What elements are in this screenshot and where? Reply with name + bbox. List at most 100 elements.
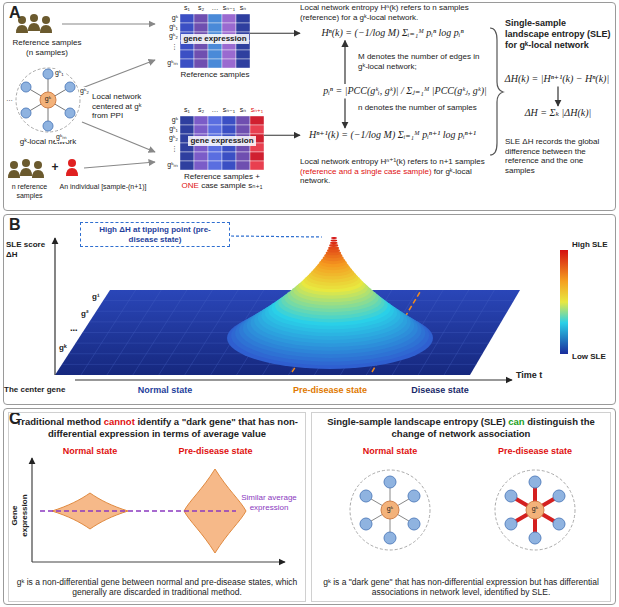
- node-text: gene expression: [188, 136, 255, 146]
- connector: [264, 135, 300, 136]
- node-text: B: [9, 216, 23, 234]
- callout-box: High ΔH at tipping point (pre-disease st…: [80, 222, 230, 247]
- label: gᵏ₂: [79, 87, 90, 96]
- expression-axes: [32, 458, 285, 562]
- node-text: ΔH(k) = |Hⁿ⁺¹(k) − Hⁿ(k)|: [502, 73, 612, 86]
- label: Similar average expression: [238, 493, 300, 512]
- comparison-box: Single-sample landscape entropy (SLE) ca…: [311, 412, 611, 602]
- local-network: [16, 68, 80, 132]
- sle-peak: [227, 237, 433, 369]
- label: SLE ΔH records the global difference bet…: [505, 137, 611, 175]
- brace: [490, 28, 503, 155]
- heatmap: gene expressionReference samples + ONE c…: [180, 116, 264, 191]
- label: +: [50, 160, 60, 174]
- label: gᵏ: [158, 14, 178, 23]
- label: gᵏ₁: [54, 69, 65, 78]
- label: gᵏ: [382, 505, 398, 514]
- label: gᵏ-local network: [8, 137, 88, 147]
- label: gᵏ₂: [158, 134, 178, 143]
- network-pre-disease: [495, 470, 575, 550]
- node-text: Single-sample landscape entropy (SLE) ca…: [318, 416, 604, 440]
- label: ⋯: [70, 326, 82, 336]
- label: An individual [sample-(n+1)]: [58, 183, 148, 192]
- node-text: Traditional method cannot identify a "da…: [15, 416, 299, 440]
- label: …: [207, 4, 223, 13]
- label: ⋮: [158, 43, 178, 52]
- label: sₙ₋₁: [221, 106, 237, 115]
- node-note: gᵏ is a "dark gene" that has non-differe…: [318, 577, 604, 598]
- label: gᵏ: [40, 95, 56, 104]
- label: sₙ: [235, 4, 251, 13]
- label: sₙ₊₁: [249, 106, 265, 115]
- node-note: Reference samples + ONE case sample sₙ₊₁: [180, 172, 264, 191]
- average-line: [40, 510, 236, 511]
- node-text: pᵢⁿ = |PCC(gᵏᵢ, gᵏ)| / Σⱼ₌₁ᴹ |PCC(gᵏⱼ, g…: [322, 85, 488, 98]
- label: M denotes the number of edges in gᵏ-loca…: [358, 52, 488, 71]
- label: gᵏ: [158, 116, 178, 125]
- tipping-leader: [231, 236, 322, 237]
- label: Reference samples (n samples): [8, 38, 86, 57]
- label: s₂: [193, 106, 209, 115]
- formula: Hⁿ⁺¹(k) = (−1/log M) Σᵢ₌₁ᴹ pᵢⁿ⁺¹ log pᵢⁿ…: [300, 128, 485, 143]
- label: Single-sample landscape entropy (SLE) fo…: [505, 18, 611, 50]
- label: sₙ: [235, 106, 251, 115]
- label: gᵏ₂: [158, 32, 178, 41]
- formula: ΔH(k) = |Hⁿ⁺¹(k) − Hⁿ(k)|: [500, 72, 614, 87]
- label: Low SLE: [572, 352, 616, 362]
- label: s₁: [179, 106, 195, 115]
- label: gᵏ₁: [158, 23, 178, 32]
- label: Local network centered at gᵏ from PPI: [92, 92, 158, 121]
- node-text: A: [9, 4, 23, 22]
- label: …: [207, 106, 223, 115]
- label: s₂: [193, 4, 209, 13]
- label: SLE score ΔH: [6, 240, 52, 259]
- label: gᵏₘ: [158, 59, 178, 68]
- panel: CTraditional method cannot identify a "d…: [3, 408, 616, 605]
- node-text: Hⁿ⁺¹(k) = (−1/log M) Σᵢ₌₁ᴹ pᵢⁿ⁺¹ log pᵢⁿ…: [302, 129, 483, 142]
- formula: pᵢⁿ = |PCC(gᵏᵢ, gᵏ)| / Σⱼ₌₁ᴹ |PCC(gᵏⱼ, g…: [320, 84, 490, 99]
- label: Disease state: [400, 385, 480, 396]
- label: n denotes the number of samples: [358, 103, 488, 113]
- label: n reference samples: [2, 183, 57, 201]
- connector: [344, 99, 345, 129]
- label: Normal state: [50, 446, 130, 457]
- label: gᵏ₁: [158, 125, 178, 134]
- label: Local network entropy Hⁿ⁺¹(k) refers to …: [300, 157, 490, 186]
- node-text: High ΔH at tipping point (pre-disease st…: [85, 225, 225, 244]
- node-note: gᵏ is a non-differential gene between no…: [15, 577, 299, 598]
- label: Pre-disease state: [280, 385, 380, 396]
- connector: [344, 41, 345, 85]
- label: gᵏₘ: [158, 161, 178, 170]
- label: ⋮: [158, 145, 178, 154]
- node-text: Hⁿ(k) = (−1/log M) Σᵢ₌₁ᴹ pᵢⁿ log pᵢⁿ: [302, 27, 483, 40]
- label: Pre-disease state: [487, 446, 583, 457]
- network-normal: [350, 470, 430, 550]
- axes: [55, 238, 512, 380]
- label: s₁: [179, 4, 195, 13]
- label: Normal state: [352, 446, 428, 457]
- label: g²: [81, 309, 93, 319]
- heatmap-cells: [180, 14, 264, 170]
- colorbar: [560, 250, 568, 354]
- label: sₙ₋₁: [221, 4, 237, 13]
- label: The center gene: [4, 385, 84, 395]
- formula: Hⁿ(k) = (−1/log M) Σᵢ₌₁ᴹ pᵢⁿ log pᵢⁿ: [300, 26, 485, 41]
- connector: [250, 33, 300, 34]
- label: High SLE: [572, 240, 616, 250]
- label: gᵏ: [59, 343, 71, 353]
- node-note: Reference samples: [180, 70, 250, 80]
- heatmap: gene expressionReference samples: [180, 14, 250, 79]
- label: …: [6, 95, 18, 104]
- node-text: ΔH = Σₖ |ΔH(k)|: [514, 107, 602, 120]
- label: g¹: [92, 292, 104, 302]
- label: Time t: [516, 370, 566, 381]
- case-person: [66, 159, 78, 176]
- label: Local network entropy Hⁿ(k) refers to n …: [300, 3, 490, 22]
- label: Pre-disease state: [168, 446, 263, 457]
- label: Normal state: [125, 385, 205, 396]
- connector: [557, 87, 558, 107]
- label: Gene expression: [10, 486, 29, 546]
- label: gᵏ: [527, 505, 543, 514]
